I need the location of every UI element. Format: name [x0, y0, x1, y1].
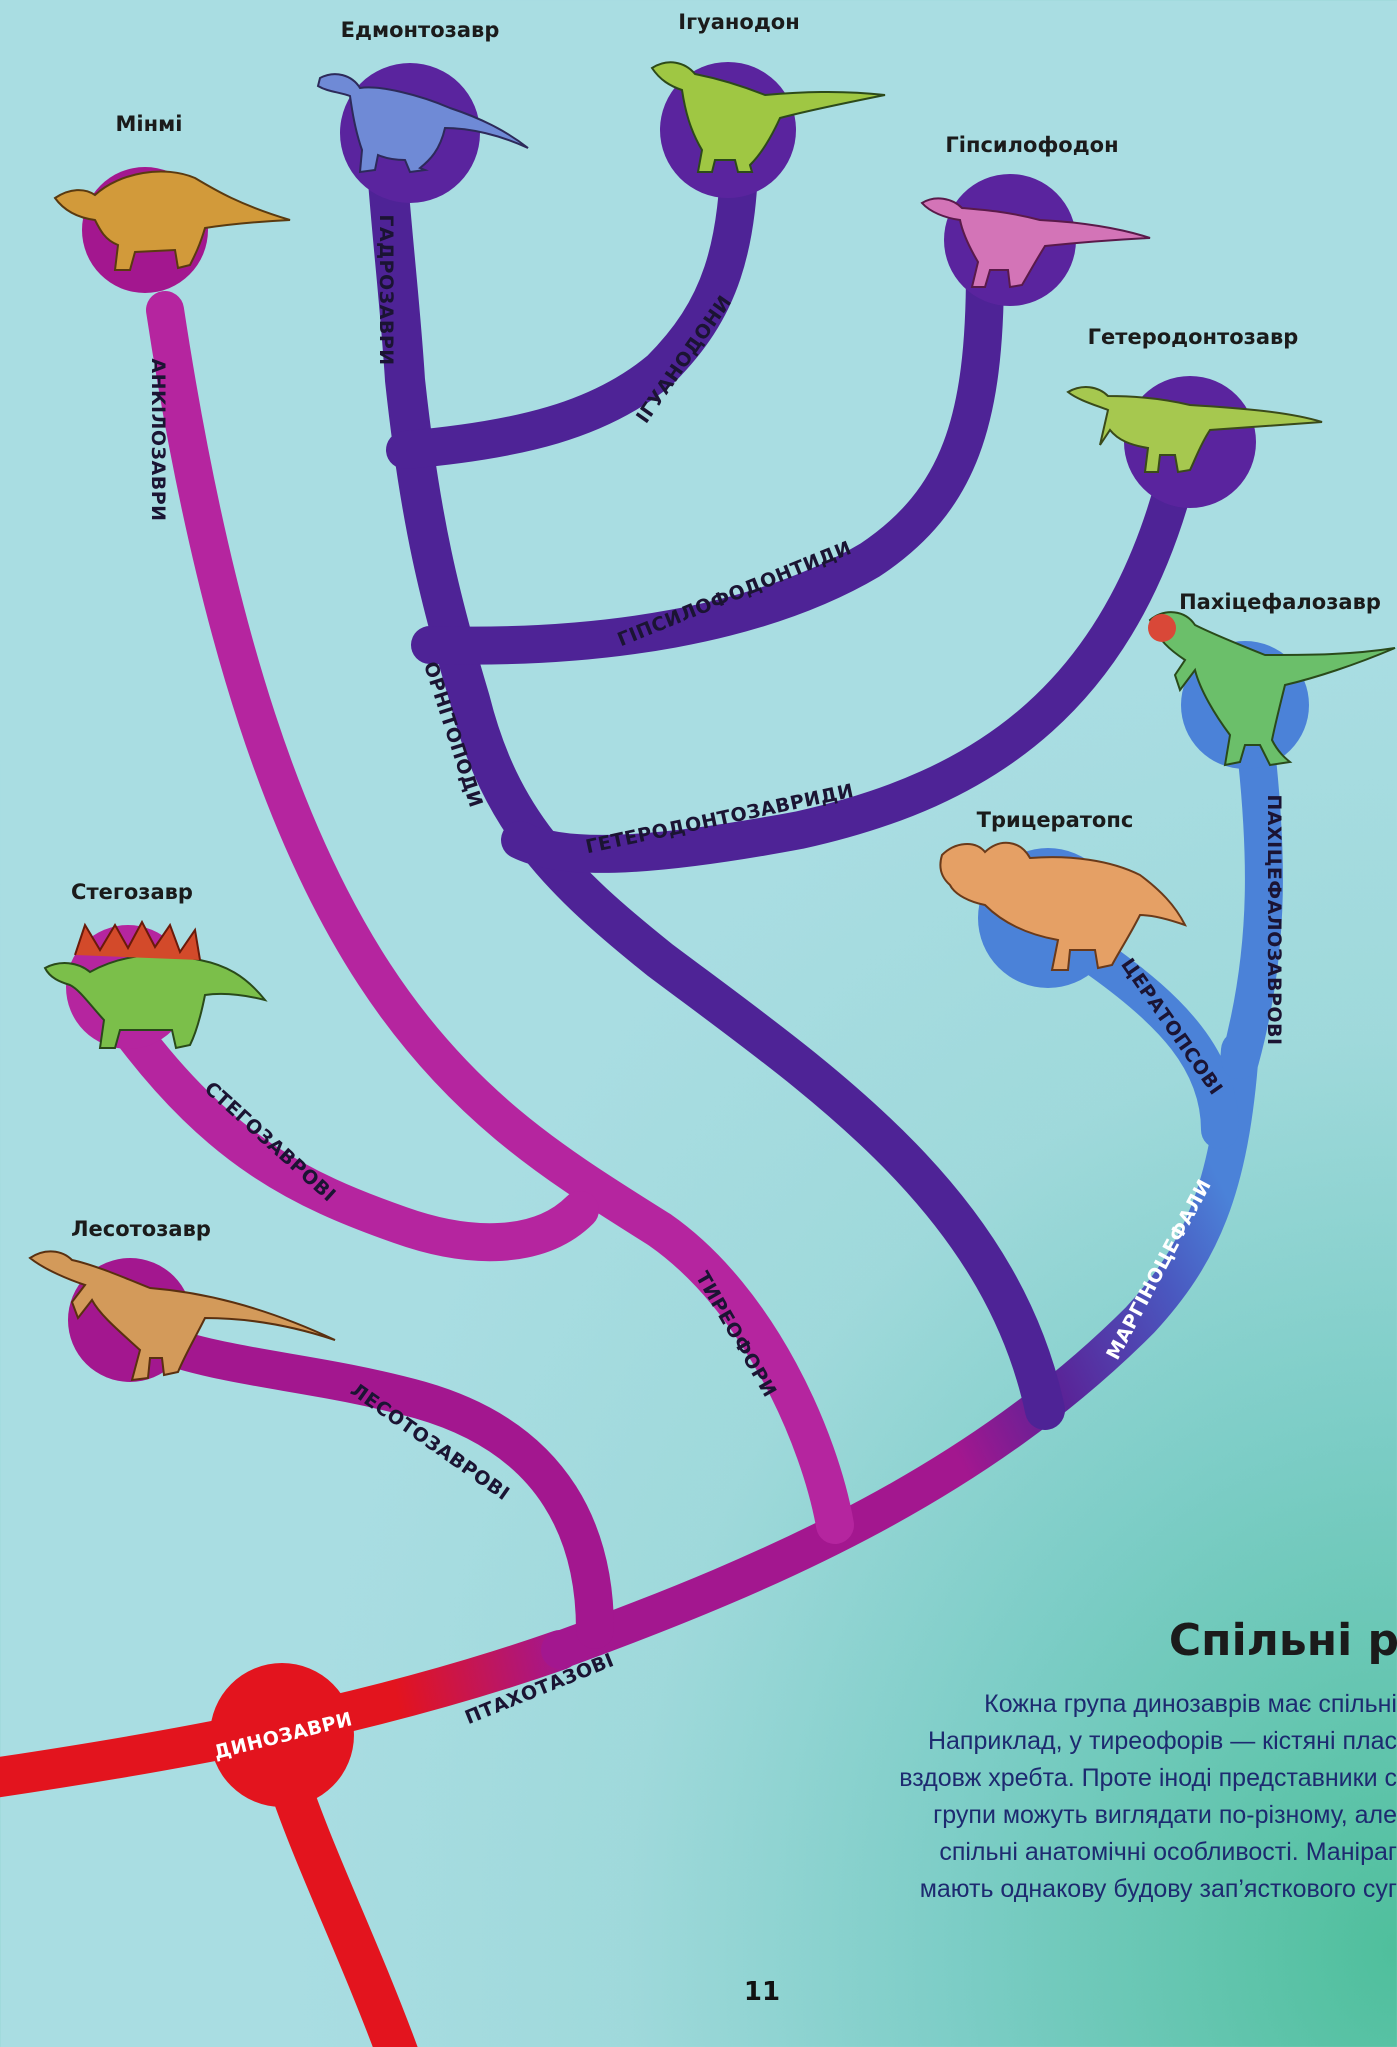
page-number: 11	[744, 1977, 780, 2007]
hadrosauria-label: ГАДРОЗАВРИ	[375, 214, 397, 365]
info-title: Спільні р	[1169, 1615, 1397, 1666]
triceratops-icon	[940, 843, 1185, 970]
info-line: Кожна група динозаврів має спільні	[984, 1690, 1397, 1719]
pachycephalosauria-label: ПАХІЦЕФАЛОЗАВРОВІ	[1263, 794, 1285, 1045]
pachycephalosaurus-name: Пахіцефалозавр	[1179, 590, 1381, 614]
edmontosaurus-name: Едмонтозавр	[341, 18, 500, 42]
stegosaurus-name: Стегозавр	[71, 880, 193, 904]
info-line: мають однакову будову зап’ясткового суг	[920, 1875, 1397, 1904]
info-line: спільні анатомічні особливості. Маніраг	[939, 1838, 1397, 1867]
iguanodon-name: Ігуанодон	[678, 10, 799, 34]
ceratopsia-label: ЦЕРАТОПСОВІ	[1116, 954, 1227, 1099]
info-line: групи можуть виглядати по-різному, але	[933, 1801, 1397, 1830]
info-line: вздовж хребта. Проте іноді представники …	[899, 1764, 1397, 1793]
info-line: Наприклад, у тиреофорів — кістяні плас	[928, 1727, 1397, 1756]
minmi-name: Мінмі	[116, 112, 183, 136]
heterodontosaurus-name: Гетеродонтозавр	[1088, 325, 1299, 349]
root-stem	[285, 1770, 400, 2047]
hypsilophodon-name: Гіпсилофодон	[945, 133, 1118, 157]
lesothosaurus-name: Лесотозавр	[71, 1217, 211, 1241]
triceratops-name: Трицератопс	[977, 808, 1134, 832]
ankylosauria-label: АНКІЛОЗАВРИ	[147, 358, 169, 521]
lesothosauria-branch	[150, 1340, 595, 1630]
